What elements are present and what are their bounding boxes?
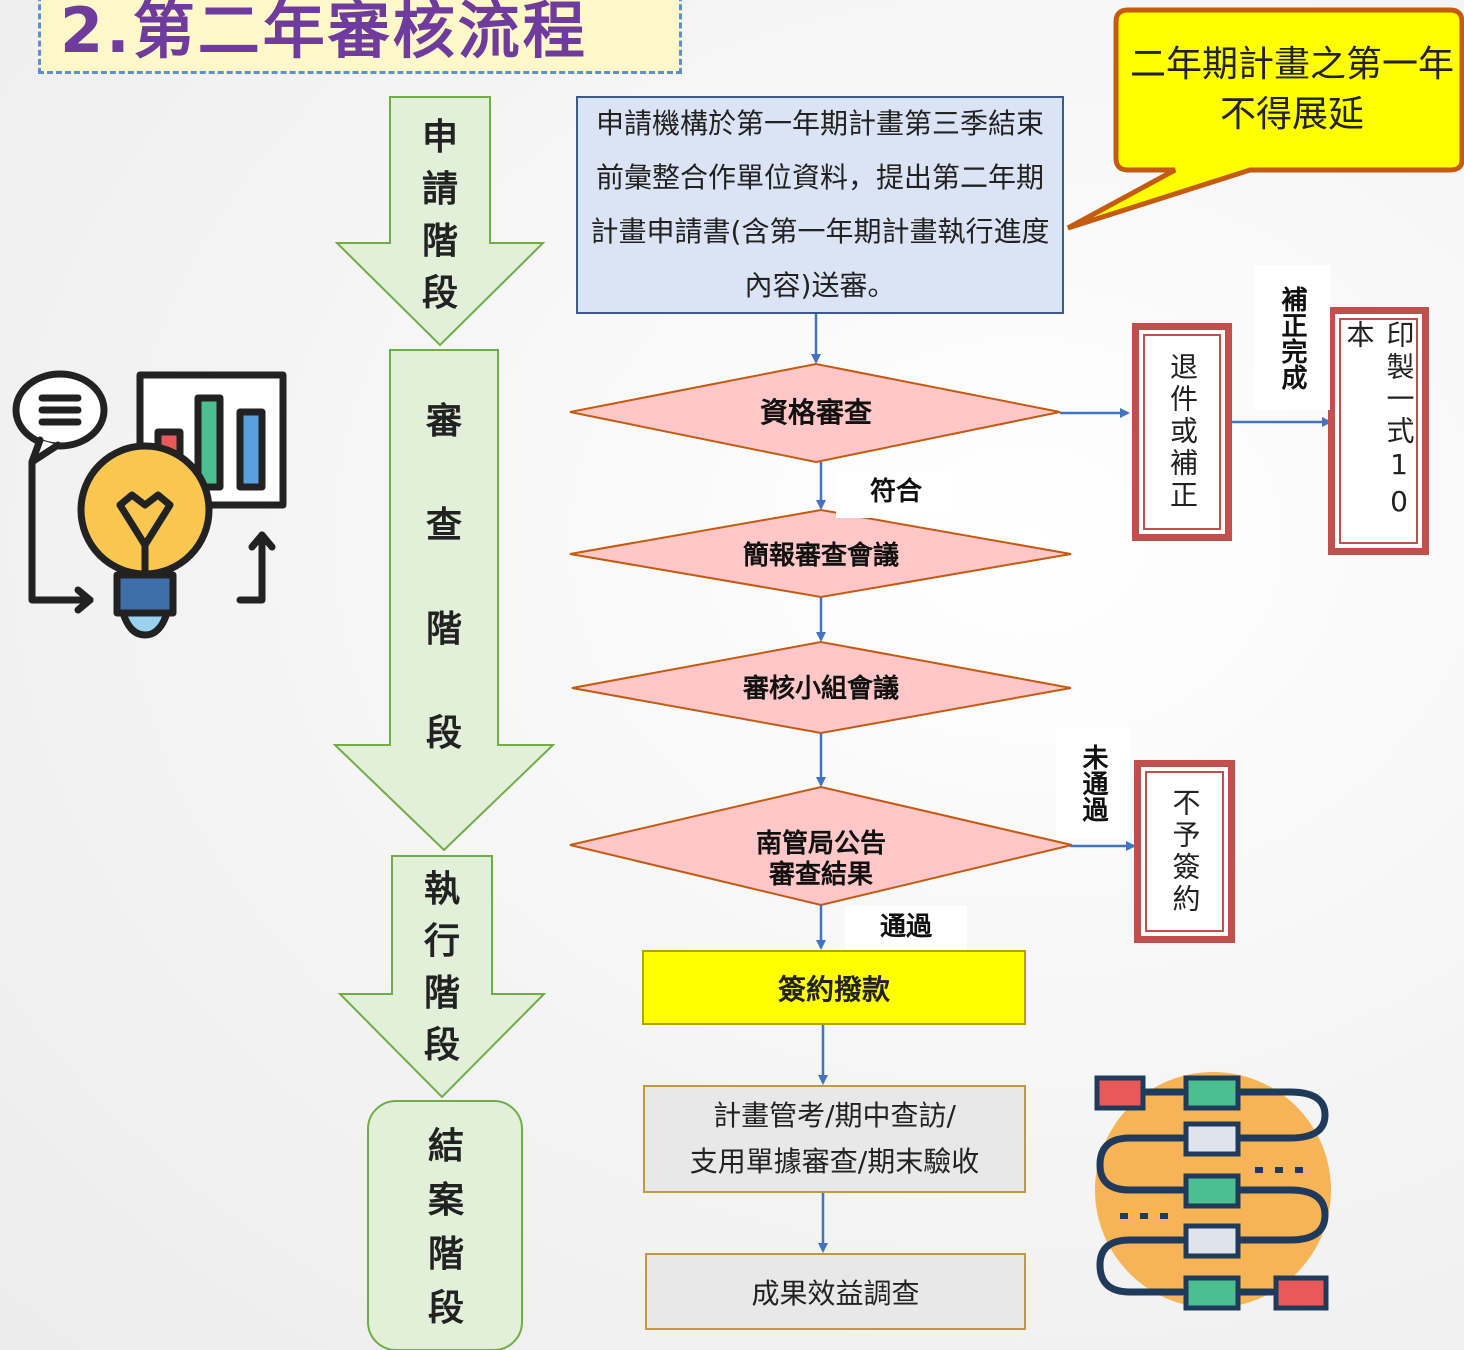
- diamond-announce-label-2: 審查結果: [768, 859, 873, 890]
- stage-label-review: 審查階段: [425, 401, 462, 754]
- stage-label-close: 結案階段: [427, 1126, 464, 1329]
- node-manage-line2: 支用單據審查/期末驗收: [689, 1145, 980, 1178]
- diamond-committee: [571, 640, 1072, 735]
- node-survey: 成果效益調查: [645, 1253, 1026, 1330]
- side-box-print: 印製一式10本: [1328, 307, 1429, 555]
- node-apply: 申請機構於第一年期計畫第三季結束前彙整合作單位資料，提出第二年期計畫申請書(含第…: [576, 96, 1064, 314]
- side-box-print-text: 印製一式10本: [1342, 320, 1416, 522]
- node-sign-text: 簽約撥款: [777, 972, 890, 1006]
- label-pass: 通過: [845, 906, 967, 950]
- stage-arrow-execute: [337, 855, 547, 1099]
- stage-arrow-apply: [334, 96, 546, 347]
- label-not-pass: 未通過: [1056, 728, 1130, 838]
- diamond-committee-label: 審核小組會議: [742, 673, 899, 704]
- stage-label-execute: 執行階段: [423, 869, 460, 1066]
- label-match: 符合: [836, 472, 956, 518]
- title-box: [38, 0, 682, 74]
- node-sign: 簽約撥款: [642, 950, 1026, 1025]
- side-box-return: 退件或補正: [1132, 323, 1232, 541]
- diamond-qualification-label: 資格審查: [760, 396, 872, 429]
- page-title: 2.第二年審核流程: [60, 0, 588, 67]
- node-apply-text: 申請機構於第一年期計畫第三季結束前彙整合作單位資料，提出第二年期計畫申請書(含第…: [590, 107, 1050, 302]
- node-manage: 計畫管考/期中查訪/ 支用單據審查/期末驗收: [643, 1085, 1026, 1193]
- process-flow-icon: [1094, 1072, 1331, 1311]
- stage-label-apply: 申請階段: [421, 117, 458, 314]
- side-box-reject-text: 不予簽約: [1168, 787, 1202, 916]
- node-manage-line1: 計畫管考/期中查訪/: [713, 1099, 956, 1132]
- stage-box-close: [367, 1100, 523, 1350]
- stage-arrow-review: [332, 349, 556, 852]
- node-survey-text: 成果效益調查: [751, 1276, 920, 1310]
- lightbulb-chart-icon: [12, 370, 287, 639]
- side-box-reject: 不予簽約: [1134, 760, 1235, 943]
- callout-bubble: [1066, 7, 1464, 231]
- diamond-briefing: [569, 508, 1072, 599]
- callout-text: 二年期計畫之第一年不得展延: [1130, 44, 1455, 135]
- diamond-announce-label-1: 南管局公告: [756, 829, 886, 859]
- label-fix-done: 補正完成: [1254, 265, 1330, 410]
- diamond-briefing-label: 簡報審查會議: [743, 540, 899, 571]
- side-box-return-text: 退件或補正: [1166, 352, 1199, 512]
